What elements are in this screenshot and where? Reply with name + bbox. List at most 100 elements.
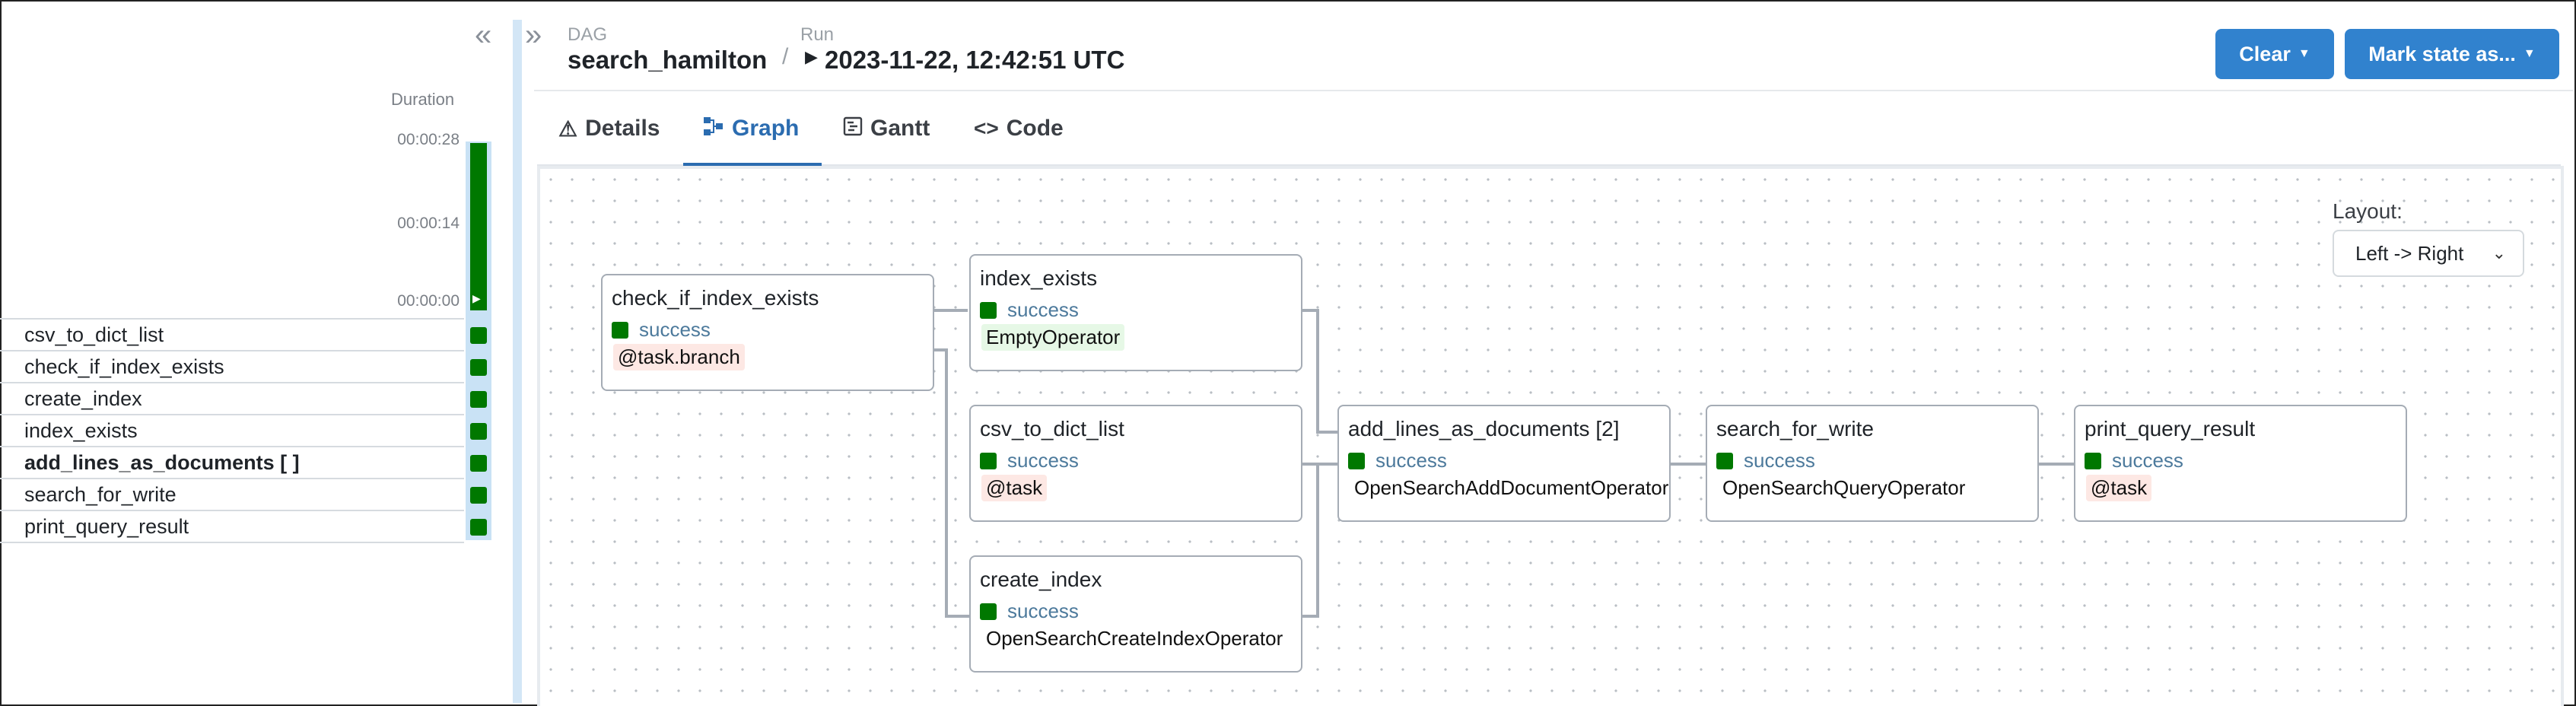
operator-badge: OpenSearchAddDocumentOperator xyxy=(1354,476,1669,499)
edge xyxy=(1302,464,1319,618)
task-label: print_query_result xyxy=(24,514,189,538)
graph-icon xyxy=(703,116,724,142)
status-text: success xyxy=(1007,449,1079,472)
task-instance-status[interactable] xyxy=(470,519,487,536)
caret-down-icon: ▼ xyxy=(2523,47,2536,60)
task-instance-status[interactable] xyxy=(470,391,487,408)
duration-tick: 00:00:28 xyxy=(397,131,460,148)
active-tab-indicator xyxy=(683,163,822,166)
panel-resize-handle[interactable] xyxy=(513,20,522,703)
clear-button-label: Clear xyxy=(2239,42,2291,65)
node-check_if_index_exists[interactable]: check_if_index_exists success @task.bran… xyxy=(601,274,934,391)
node-name: search_for_write xyxy=(1716,417,1874,440)
node-status: success xyxy=(980,599,1079,623)
status-text: success xyxy=(1007,599,1079,622)
task-row[interactable]: search_for_write xyxy=(0,479,464,511)
task-label: add_lines_as_documents [ ] xyxy=(24,450,300,474)
layout-label: Layout: xyxy=(2333,199,2403,223)
tab-label: Details xyxy=(585,116,660,141)
node-name: index_exists xyxy=(980,266,1098,290)
task-row[interactable]: csv_to_dict_list xyxy=(0,320,464,351)
node-name: print_query_result xyxy=(2085,417,2256,440)
node-status: success xyxy=(980,298,1079,322)
run-type-icon: ▶ xyxy=(805,47,818,66)
task-instance-status[interactable] xyxy=(470,327,487,344)
status-square-icon xyxy=(980,603,997,620)
task-instance-status[interactable] xyxy=(470,455,487,472)
status-square-icon xyxy=(2085,452,2101,469)
task-instance-status[interactable] xyxy=(470,359,487,376)
task-row[interactable]: print_query_result xyxy=(0,511,464,543)
layout-select-value: Left -> Right xyxy=(2355,241,2464,265)
operator-badge: EmptyOperator xyxy=(981,324,1125,351)
task-instance-status[interactable] xyxy=(470,487,487,504)
mark-state-button[interactable]: Mark state as... ▼ xyxy=(2345,29,2559,79)
node-name: csv_to_dict_list xyxy=(980,417,1124,440)
status-square-icon xyxy=(612,321,628,339)
edge xyxy=(934,348,969,618)
status-square-icon xyxy=(980,452,997,469)
code-icon: <> xyxy=(974,116,999,140)
tab-details[interactable]: ⚠ Details xyxy=(558,116,660,142)
task-label: check_if_index_exists xyxy=(24,355,224,378)
task-row[interactable]: check_if_index_exists xyxy=(0,351,464,383)
node-name: check_if_index_exists xyxy=(612,286,819,310)
task-label: csv_to_dict_list xyxy=(24,323,164,346)
node-status: success xyxy=(2085,449,2183,472)
collapse-grid-icon[interactable]: « xyxy=(475,18,492,52)
mark-state-button-label: Mark state as... xyxy=(2368,42,2516,65)
operator-badge: OpenSearchCreateIndexOperator xyxy=(986,627,1283,650)
tab-gantt[interactable]: Gantt xyxy=(843,116,930,142)
node-status: success xyxy=(612,318,711,342)
warning-icon: ⚠ xyxy=(558,116,578,141)
operator-badge: @task xyxy=(2086,475,2152,501)
tab-graph[interactable]: Graph xyxy=(703,116,799,142)
expand-panel-icon[interactable]: » xyxy=(525,18,542,52)
task-instance-status[interactable] xyxy=(470,423,487,440)
play-icon: ▶ xyxy=(472,292,481,304)
task-row[interactable]: create_index xyxy=(0,383,464,415)
caret-down-icon: ▼ xyxy=(2298,47,2310,60)
chevron-down-icon: ⌄ xyxy=(2492,243,2506,262)
node-search_for_write[interactable]: search_for_write success OpenSearchQuery… xyxy=(1706,405,2039,522)
duration-label: Duration xyxy=(391,90,455,109)
edge xyxy=(1302,309,1339,434)
layout-select[interactable]: Left -> Right ⌄ xyxy=(2333,230,2524,277)
status-text: success xyxy=(2112,449,2183,472)
dag-breadcrumb-label: DAG xyxy=(568,24,608,45)
status-square-icon xyxy=(980,301,997,319)
node-create_index[interactable]: create_index success OpenSearchCreateInd… xyxy=(969,555,1302,673)
status-text: success xyxy=(1744,449,1815,472)
header-divider xyxy=(534,90,2573,91)
node-status: success xyxy=(1348,449,1447,472)
status-square-icon xyxy=(1716,452,1733,469)
status-text: success xyxy=(1007,298,1079,321)
node-add_lines_as_documents[interactable]: add_lines_as_documents [2] success OpenS… xyxy=(1337,405,1671,522)
node-csv_to_dict_list[interactable]: csv_to_dict_list success @task xyxy=(969,405,1302,522)
clear-button[interactable]: Clear ▼ xyxy=(2215,29,2334,79)
node-status: success xyxy=(1716,449,1815,472)
operator-badge: @task.branch xyxy=(613,344,745,370)
operator-badge: OpenSearchQueryOperator xyxy=(1722,476,1966,499)
tab-code[interactable]: <> Code xyxy=(974,116,1064,142)
grid-panel: « Duration 00:00:28 00:00:14 00:00:00 ▶ … xyxy=(0,0,495,703)
task-row[interactable]: add_lines_as_documents [ ] xyxy=(0,447,464,479)
tab-label: Code xyxy=(1006,116,1064,141)
task-label: search_for_write xyxy=(24,482,177,506)
node-index_exists[interactable]: index_exists success EmptyOperator xyxy=(969,254,1302,371)
status-square-icon xyxy=(1348,452,1365,469)
task-label: create_index xyxy=(24,386,142,410)
tab-label: Gantt xyxy=(870,116,930,141)
node-name: add_lines_as_documents [2] xyxy=(1348,417,1620,440)
operator-badge: @task xyxy=(981,475,1048,501)
run-duration-bar[interactable] xyxy=(470,143,487,310)
node-print_query_result[interactable]: print_query_result success @task xyxy=(2074,405,2407,522)
task-label: index_exists xyxy=(24,418,138,442)
tabs-divider xyxy=(537,164,2561,166)
task-row[interactable]: index_exists xyxy=(0,415,464,447)
dag-name-link[interactable]: search_hamilton xyxy=(568,46,768,74)
run-timestamp[interactable]: 2023-11-22, 12:42:51 UTC xyxy=(825,46,1125,74)
duration-tick: 00:00:14 xyxy=(397,215,460,232)
status-text: success xyxy=(1375,449,1447,472)
